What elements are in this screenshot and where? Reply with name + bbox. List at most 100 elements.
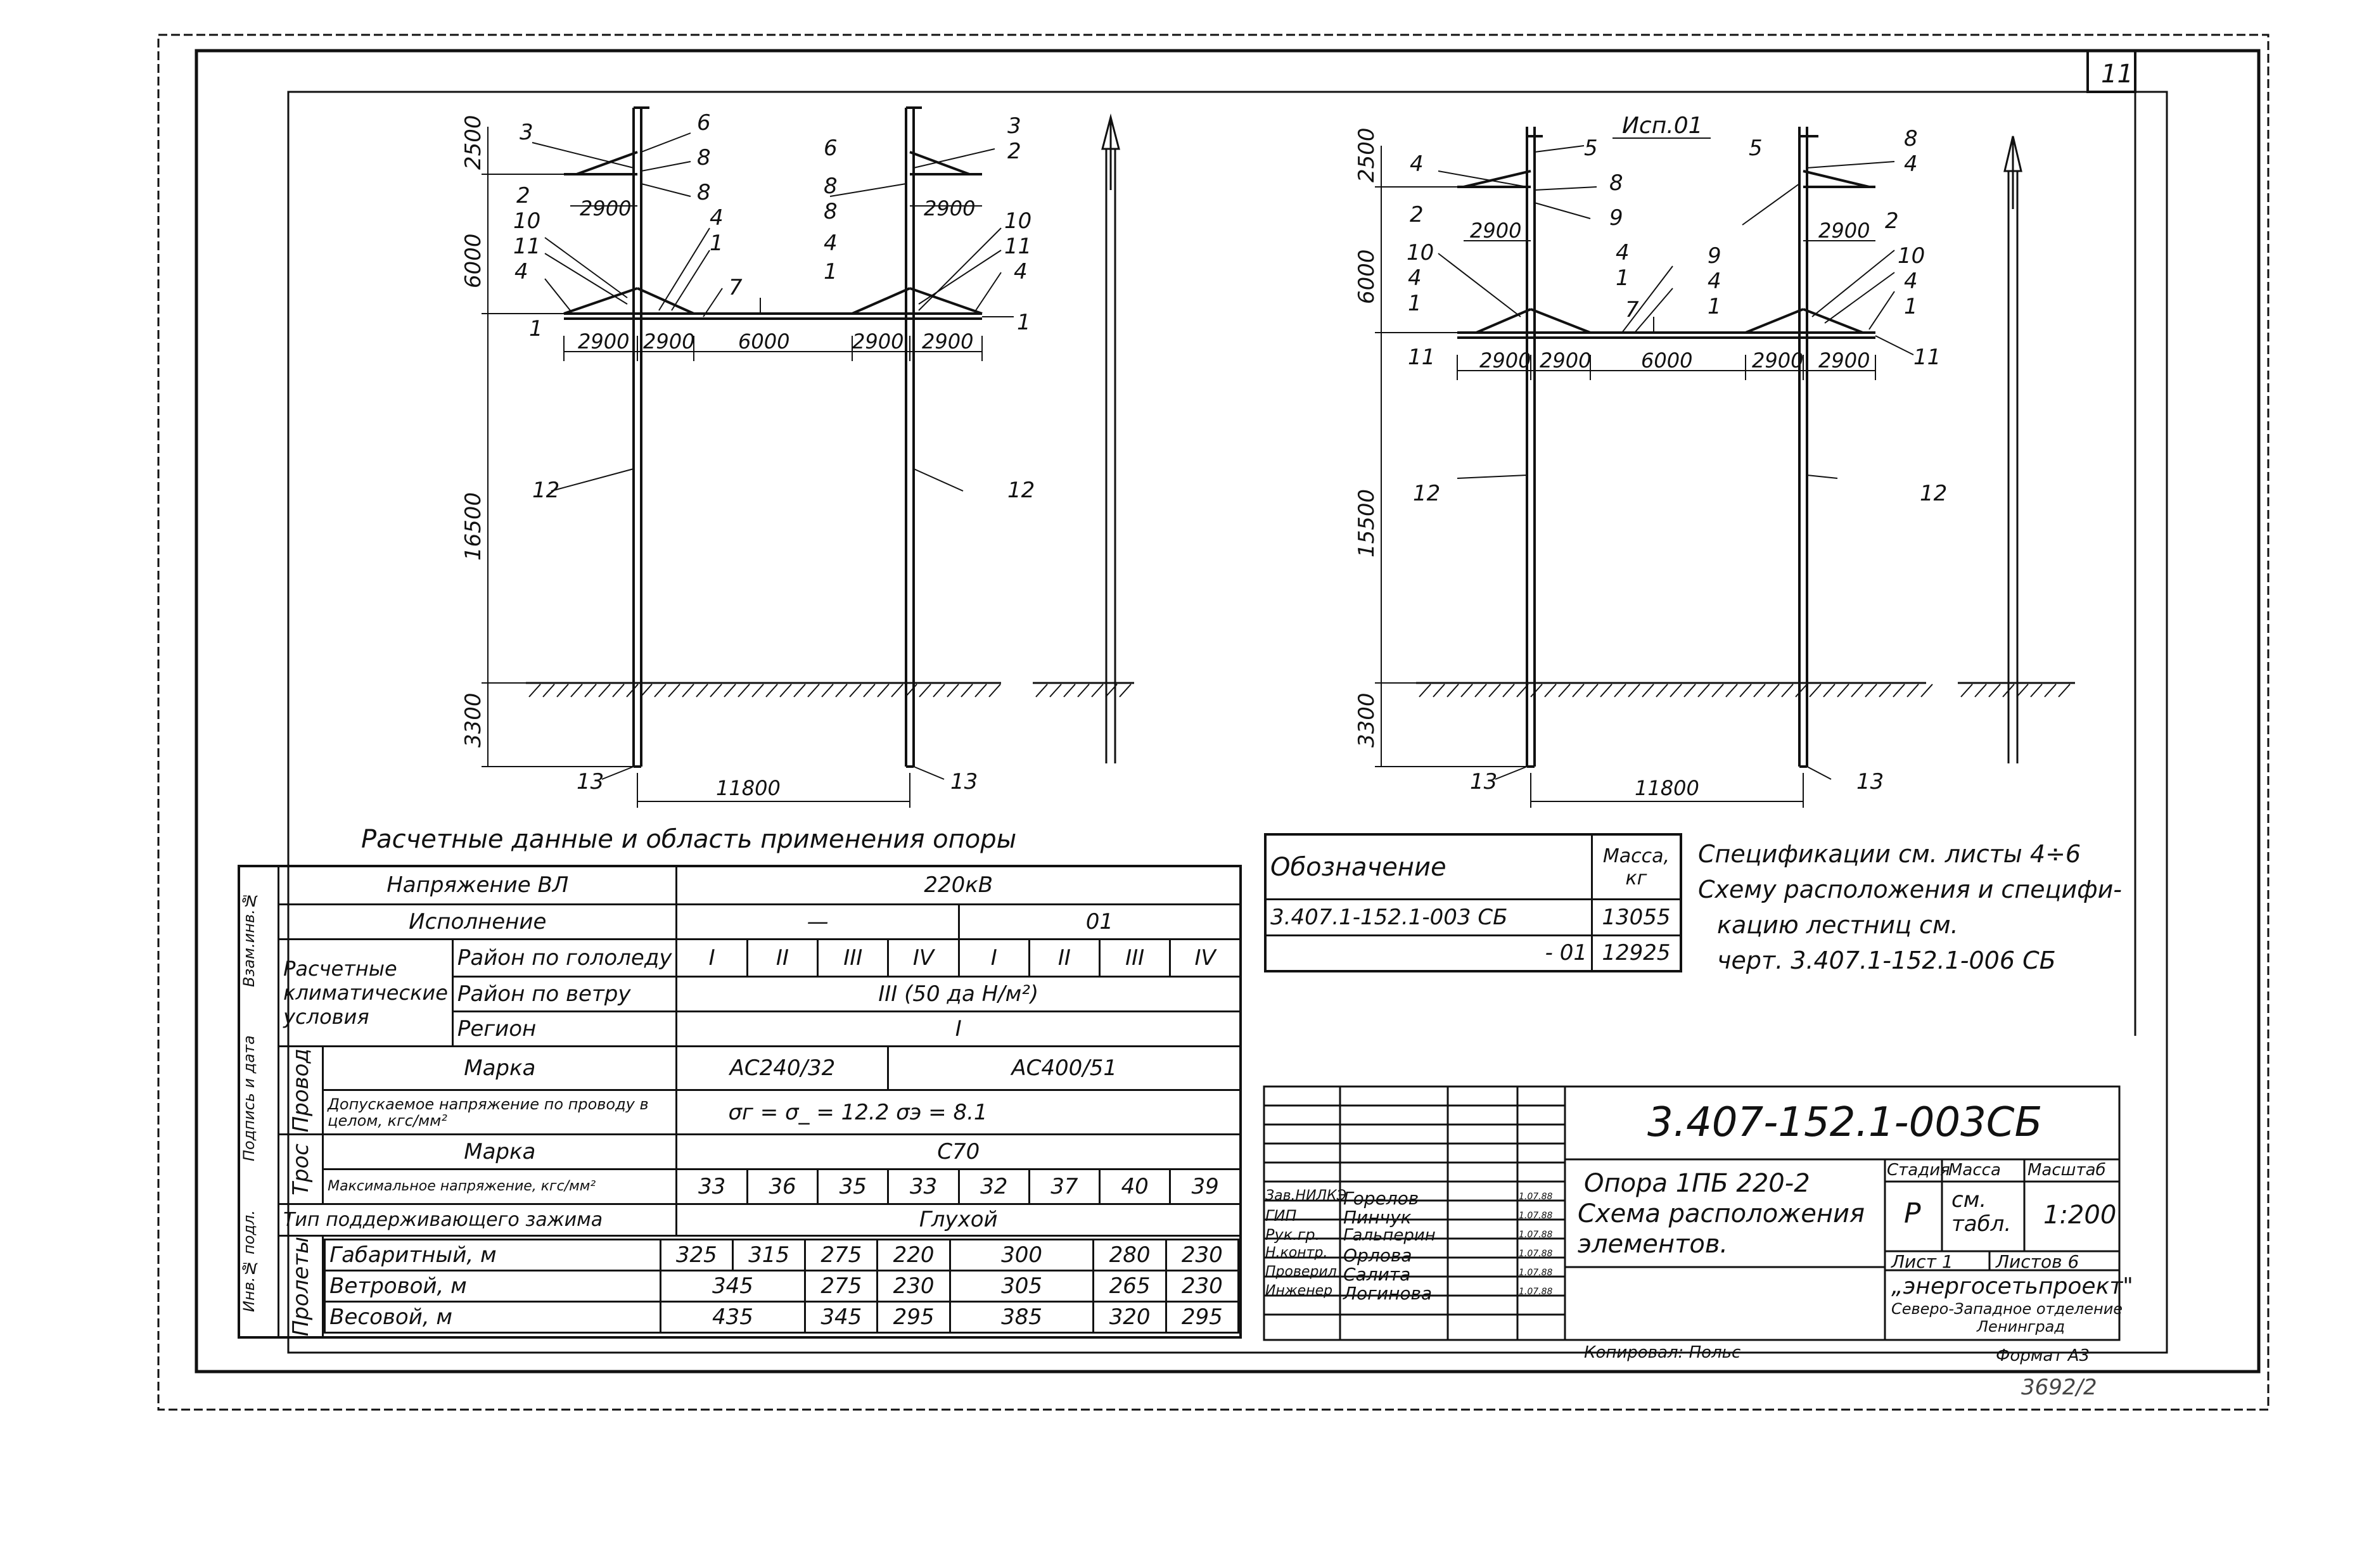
span-clearance-5: 300	[948, 1239, 1095, 1272]
sign-date: 1.07.88	[1519, 1287, 1553, 1297]
callout-12: 12	[1920, 481, 1947, 506]
callout-13: 13	[1470, 769, 1497, 794]
mass-value: см. табл.	[1951, 1187, 2012, 1237]
callout-12: 12	[532, 478, 559, 503]
ice-8: IV	[1169, 938, 1242, 978]
copied-by: Копировал: Польс	[1584, 1343, 1741, 1362]
left-callouts: 3 2 10 11 4 1 12 13 6 8 8 4 1 7 6 8 8 4 …	[513, 110, 1035, 794]
left-dimension-lines	[482, 127, 983, 808]
dim-11800: 11800	[1635, 776, 1699, 800]
right-horizontal-dims: 2900 2900 2900 2900 6000 2900 2900 11800	[1470, 219, 1870, 800]
callout-8: 8	[824, 199, 838, 224]
ice-6: II	[1028, 938, 1101, 978]
callout-1: 1	[824, 259, 838, 284]
span-wind-6: 230	[1165, 1270, 1240, 1303]
sign-date: 1.07.88	[1519, 1192, 1553, 1202]
span-wind-1: 345	[659, 1270, 807, 1303]
mass-label: Масса	[1948, 1161, 2001, 1180]
cable-stress-2: 36	[746, 1168, 819, 1205]
dim-2900: 2900	[1470, 219, 1521, 243]
left-portal-structure	[563, 106, 983, 768]
dim-2900: 2900	[922, 329, 973, 354]
person-name: Гальперин	[1343, 1226, 1436, 1245]
scale-value: 1:200	[2043, 1201, 2117, 1230]
note-line-1: Спецификации см. листы 4÷6	[1698, 840, 2081, 868]
callout-8: 8	[697, 180, 711, 205]
dim-2900: 2900	[1479, 348, 1531, 373]
span-clearance-7: 230	[1165, 1239, 1240, 1272]
callout-1: 1	[1616, 265, 1630, 291]
org-name: „энергосетьпроект"	[1891, 1273, 2133, 1299]
notes-block: Спецификации см. листы 4÷6 Схему располо…	[1698, 836, 2122, 978]
note-line-2: Схему расположения и специфи-	[1698, 876, 2123, 903]
org-city: Ленинград	[1977, 1318, 2065, 1335]
wire-mark-1: АС240/32	[675, 1045, 890, 1091]
callout-10: 10	[1004, 208, 1031, 234]
callout-11: 11	[513, 234, 540, 259]
sign-date: 1.07.88	[1519, 1230, 1553, 1240]
wire-stress-value: σг = σ_ = 12.2 σэ = 8.1	[675, 1088, 1242, 1136]
left-vertical-dims: 2500 6000 16500 3300	[461, 115, 486, 748]
callout-1: 1	[529, 316, 543, 341]
mass-2: 12925	[1591, 934, 1682, 972]
wind-value: III (50 да Н/м²)	[675, 975, 1242, 1012]
cable-stress-6: 37	[1028, 1168, 1101, 1205]
callout-leaders	[532, 132, 1914, 780]
person-name: Салита	[1343, 1264, 1411, 1285]
callout-4: 4	[514, 259, 528, 284]
span-clearance-2: 315	[731, 1239, 807, 1272]
span-weight-3: 295	[876, 1301, 951, 1334]
dim-2900: 2900	[1752, 348, 1803, 373]
voltage-value: 220кВ	[675, 865, 1242, 905]
ice-7: III	[1099, 938, 1172, 978]
right-dimension-lines	[1375, 146, 1876, 808]
archive-number: 3692/2	[2021, 1375, 2097, 1400]
callout-4: 4	[1014, 259, 1028, 284]
callout-1: 1	[1708, 294, 1721, 319]
callout-11: 11	[1408, 345, 1435, 370]
climate-label: Расчетные климатические условия	[278, 938, 454, 1047]
span-weight-label: Весовой, м	[324, 1301, 661, 1334]
callout-1: 1	[1904, 294, 1918, 319]
callout-2: 2	[1410, 202, 1424, 227]
callout-4: 4	[1408, 265, 1422, 291]
span-clearance-4: 220	[876, 1239, 951, 1272]
cable-mark-value: С70	[675, 1133, 1242, 1170]
page-number: 11	[2101, 60, 2133, 89]
dim-15500: 15500	[1354, 489, 1379, 558]
sign-date: 1.07.88	[1519, 1249, 1553, 1259]
ice-2: II	[746, 938, 819, 978]
cable-group: Трос	[278, 1133, 324, 1205]
cable-mark-label: Марка	[322, 1133, 678, 1170]
margin-signature-date: Подпись и дата	[240, 1035, 258, 1162]
ground-hatching	[528, 684, 2071, 698]
region-label: Регион	[451, 1010, 678, 1047]
org-branch: Северо-Западное отделение	[1891, 1300, 2123, 1318]
dim-16500: 16500	[461, 492, 486, 561]
span-weight-5: 320	[1092, 1301, 1167, 1334]
callout-3: 3	[1007, 113, 1021, 139]
role: Рук.гр.	[1265, 1226, 1320, 1244]
dim-11800: 11800	[716, 776, 781, 800]
dim-2900: 2900	[852, 329, 904, 354]
callout-7: 7	[1625, 297, 1639, 322]
callout-7: 7	[729, 275, 743, 300]
callout-4: 4	[1904, 269, 1918, 294]
callout-10: 10	[1407, 240, 1434, 265]
cable-stress-4: 33	[887, 1168, 960, 1205]
role: Зав.НИЛКЭ	[1265, 1188, 1347, 1204]
ice-1: I	[675, 938, 748, 978]
cable-stress-label: Максимальное напряжение, кгс/мм²	[322, 1168, 678, 1205]
note-line-4: черт. 3.407.1-152.1-006 СБ	[1717, 947, 2056, 974]
clamp-label: Тип поддерживающего зажима	[278, 1202, 678, 1237]
span-weight-2: 345	[804, 1301, 879, 1334]
callout-2: 2	[516, 183, 530, 208]
callout-13: 13	[577, 769, 604, 794]
callout-4: 4	[1904, 151, 1918, 177]
voltage-label: Напряжение ВЛ	[278, 865, 678, 905]
callout-5: 5	[1584, 136, 1598, 161]
span-weight-1: 435	[659, 1301, 807, 1334]
dim-3300: 3300	[1354, 692, 1379, 748]
variant-base: —	[675, 903, 960, 940]
callout-4: 4	[1410, 151, 1424, 177]
